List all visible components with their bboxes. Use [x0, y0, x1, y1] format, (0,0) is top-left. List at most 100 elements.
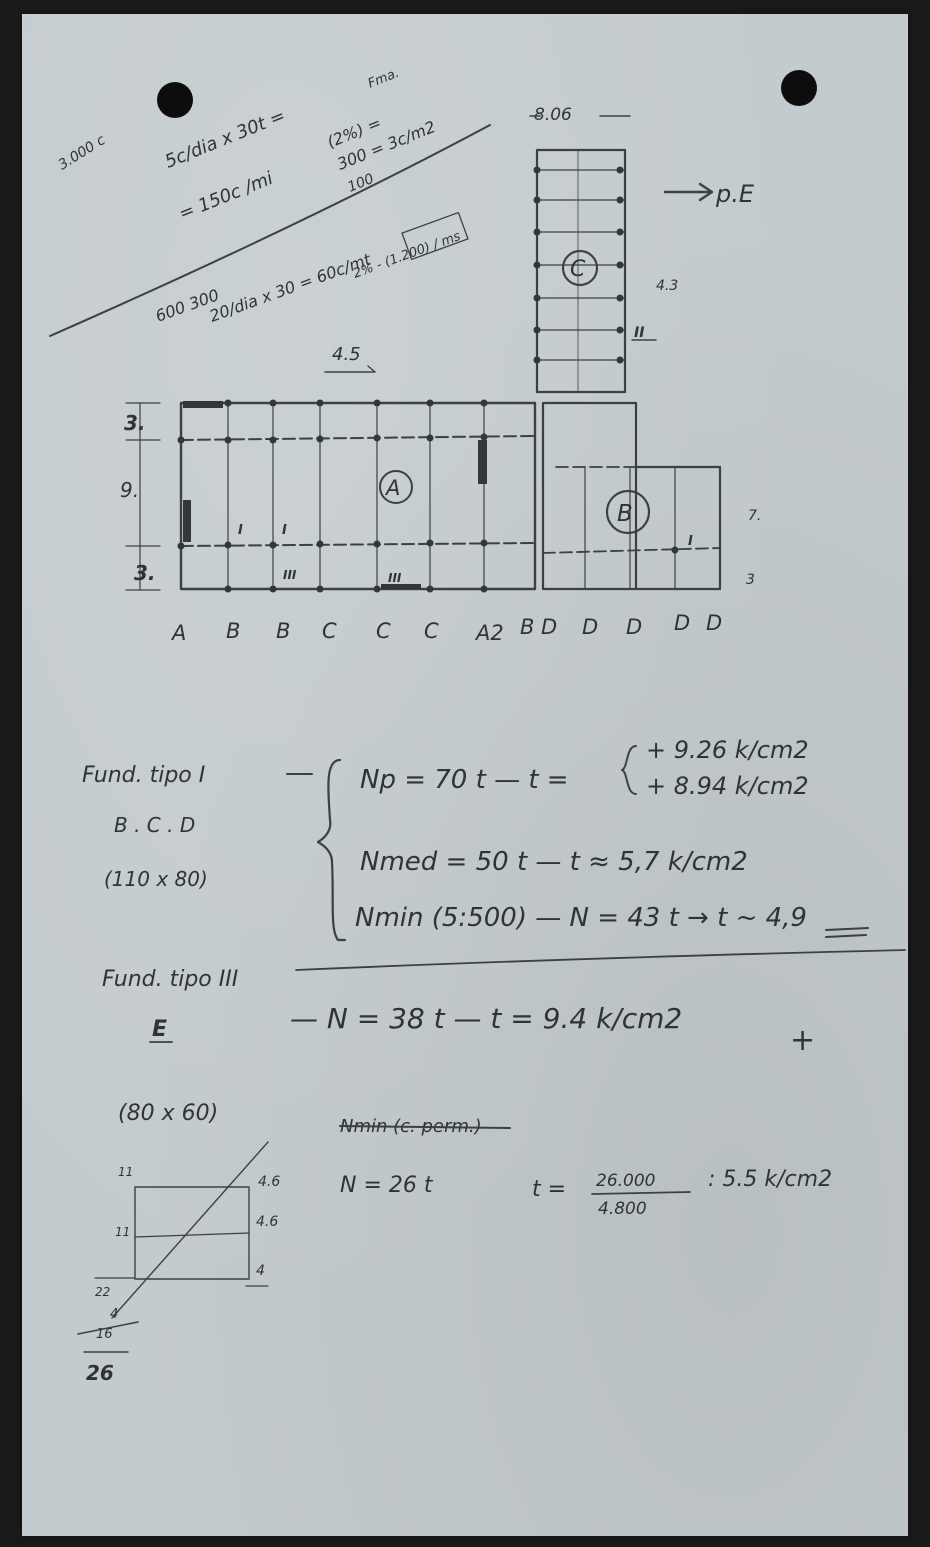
column-label: B	[276, 619, 290, 643]
sketch-midline	[134, 1232, 250, 1238]
wall-segment	[381, 584, 421, 589]
section-divider	[295, 949, 906, 971]
floor-plan: 8.06 C 4.3 II p.E 4.5	[120, 105, 761, 645]
block-c-columns	[533, 166, 624, 364]
column-label: A2	[474, 621, 504, 645]
block-b-column	[671, 546, 679, 554]
column-label: D	[541, 615, 557, 639]
double-underline	[825, 927, 869, 931]
sketch-total: 26	[86, 1361, 114, 1385]
block-b-verticals	[584, 466, 676, 590]
column-label: C	[424, 619, 439, 643]
sketch-label: 11	[118, 1165, 133, 1179]
sketch-label: 4	[256, 1263, 265, 1279]
block-c-dim: 4.3	[656, 278, 678, 294]
block-a-marker: III	[283, 568, 297, 582]
block-b-outline-right	[634, 465, 722, 591]
calc2-label-1: Fund. tipo III	[102, 967, 238, 992]
column-label: D	[626, 615, 642, 639]
column-label: C	[322, 619, 337, 643]
column-label: B	[226, 619, 240, 643]
top-notes: 3.000 c 5c/dia x 30t = Fma. = 150c /mi (…	[49, 66, 491, 337]
block-b-dim-2: 3	[746, 572, 755, 588]
block-a-outline	[179, 401, 537, 591]
bay-label: 4.5	[332, 344, 361, 365]
bay-arrow-icon	[324, 365, 376, 373]
calc2-label-2: E	[152, 1017, 167, 1042]
block-a-gridline-bottom	[180, 542, 536, 547]
diagonal-divider	[49, 124, 491, 337]
column-label: C	[376, 619, 391, 643]
sum-underline	[77, 1321, 139, 1335]
calc1-label-1: Fund. tipo I	[82, 763, 205, 788]
block-a-marker: I	[238, 523, 243, 538]
block-a-marker: III	[388, 571, 402, 585]
calc2-eq2-left: N = 26 t	[340, 1173, 434, 1198]
strike-line	[339, 1125, 511, 1129]
fraction-bar	[591, 1191, 691, 1195]
block-b-outline-left	[541, 401, 638, 591]
sketch-label: 4.6	[256, 1214, 278, 1230]
note-corner: Fma.	[366, 66, 402, 92]
zone-c-circle	[561, 249, 599, 287]
plan-width-label: 8.06	[534, 105, 572, 125]
arrow-right-icon	[663, 182, 714, 202]
note-line-7: 20/dia x 30 = 60c/mt	[207, 249, 374, 325]
curly-brace	[316, 758, 347, 942]
block-a-marker: I	[282, 523, 287, 538]
sketch-diagonal	[111, 1141, 269, 1319]
calc2-label-3: (80 x 60)	[118, 1101, 218, 1126]
calc1-eq1-bottom: + 8.94 k/cm2	[646, 772, 809, 800]
calc1-label-3: (110 x 80)	[104, 867, 208, 891]
load-sketch: 11 11 22 4.6 4.6 4 4 16 26	[77, 1141, 280, 1385]
sketch-sum-line: 16	[96, 1327, 113, 1342]
sketch-label: 22	[95, 1285, 110, 1299]
block-b-marker: I	[688, 534, 693, 549]
calc-fund-tipo-i: Fund. tipo I B . C . D (110 x 80) Np = 7…	[82, 736, 869, 942]
zone-a-label: A	[384, 476, 400, 500]
wall-segment	[183, 401, 223, 408]
arrow-label: p.E	[715, 180, 755, 208]
boxed-value-outline	[401, 211, 469, 261]
sketch-sum-sub: 4	[110, 1307, 118, 1322]
block-c-marker: II	[634, 325, 644, 341]
calc1-label-2: B . C . D	[114, 813, 195, 837]
double-underline	[825, 934, 867, 938]
column-label: A	[170, 621, 186, 645]
calc-fund-tipo-iii: Fund. tipo III E — N = 38 t — t = 9.4 k/…	[102, 967, 832, 1219]
left-dim-1: 3.	[124, 411, 146, 435]
calc2-eq1: — N = 38 t — t = 9.4 k/cm2	[290, 1002, 682, 1035]
calc2-eq2-t: t =	[532, 1177, 566, 1202]
zone-c-label: C	[570, 257, 586, 282]
punch-hole-left	[157, 82, 193, 118]
fraction-numerator: 26.000	[596, 1171, 655, 1191]
sketch-label: 11	[115, 1225, 130, 1239]
fraction-denominator: 4.800	[598, 1199, 647, 1219]
plus-sign: +	[790, 1023, 815, 1058]
column-label: D	[706, 611, 722, 635]
calc1-eq2: Nmed = 50 t — t ≈ 5,7 k/cm2	[360, 847, 748, 877]
left-dimensions	[125, 402, 161, 591]
calc1-eq1-top: + 9.26 k/cm2	[646, 736, 809, 764]
column-label: D	[582, 615, 598, 639]
block-c-outline	[535, 148, 627, 394]
block-a-verticals	[227, 402, 485, 590]
block-a-gridline-top	[180, 435, 536, 441]
zone-b-circle	[605, 489, 651, 535]
column-label: D	[674, 611, 690, 635]
zone-a-circle	[379, 470, 413, 504]
zone-b-label: B	[617, 501, 633, 527]
block-a-columns	[177, 399, 488, 593]
punch-hole-right	[781, 70, 817, 106]
paper-sheet	[22, 14, 908, 1536]
note-line-2: = 150c /mi	[176, 168, 276, 225]
block-b-gridline-bottom	[542, 547, 721, 554]
calc2-eq2-result: : 5.5 k/cm2	[708, 1167, 832, 1192]
left-dim-2: 9.	[120, 478, 139, 502]
column-labels: A B B C C C A2 B D D D D D	[170, 611, 722, 645]
column-label: B	[520, 615, 534, 639]
small-brace	[621, 745, 637, 795]
wall-segment	[478, 440, 487, 484]
block-b-dim-1: 7.	[748, 508, 761, 524]
